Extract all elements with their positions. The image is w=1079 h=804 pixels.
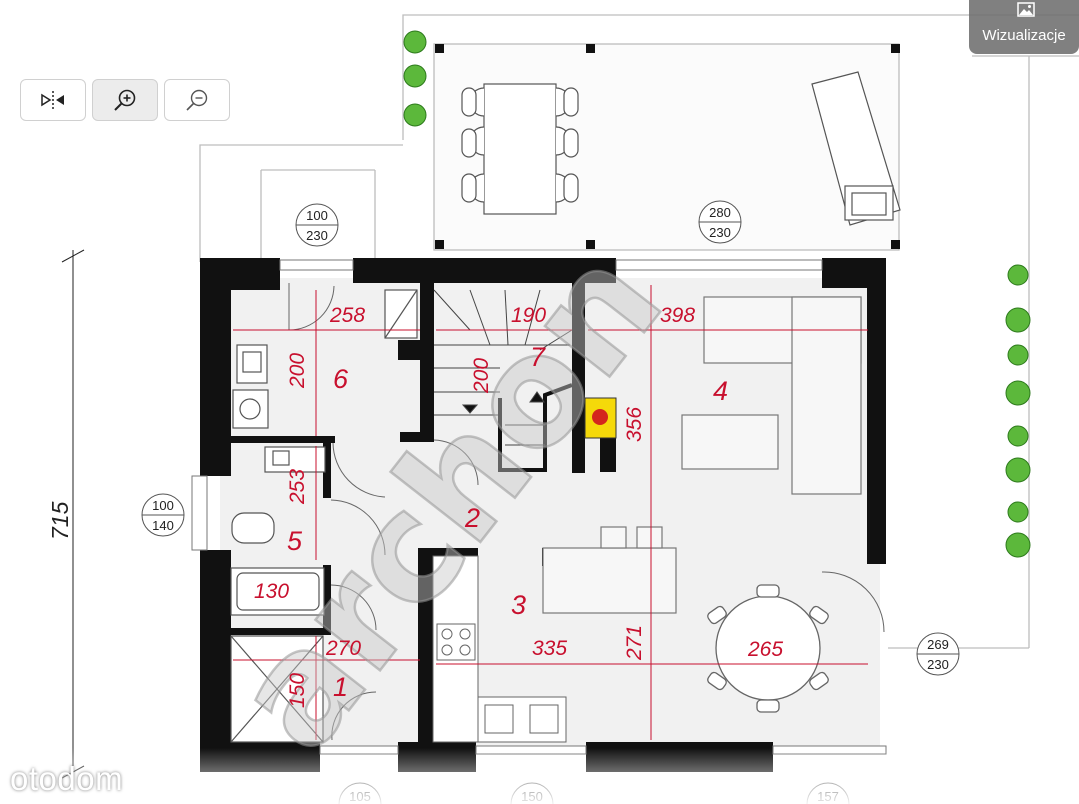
bathroom-fixtures [230, 289, 418, 743]
room-number-6: 6 [333, 364, 349, 394]
dimension-label: 200 [470, 358, 493, 394]
svg-text:269: 269 [927, 637, 949, 652]
dimension-label: 200 [286, 353, 309, 389]
dimension-label: 271 [623, 625, 646, 661]
window-tag: 100 230 [295, 203, 339, 247]
dimension-label: 190 [511, 304, 546, 327]
doors [288, 283, 885, 741]
window-tag: 150 [510, 782, 554, 804]
zoom-in-icon [112, 87, 138, 113]
dimension-label: 253 [286, 469, 309, 505]
window-tag: 100 140 [141, 493, 185, 537]
plan-toolbar [20, 79, 230, 121]
dimension-label: 265 [747, 638, 783, 661]
dimension-label: 335 [532, 637, 567, 660]
otodom-logo: otodom [10, 760, 124, 797]
sun-lounger [811, 71, 901, 226]
zoom-out-icon [184, 87, 210, 113]
hedge-plants [403, 30, 1031, 558]
window-tag: 280 230 [698, 200, 742, 244]
dining-table [707, 584, 829, 713]
pergola-posts [435, 44, 900, 249]
window-tag: 105 [338, 782, 382, 804]
mirror-flip-icon [40, 90, 66, 110]
staircase [433, 289, 573, 472]
room-number-4: 4 [713, 376, 728, 406]
svg-text:150: 150 [521, 789, 543, 804]
room-number-5: 5 [287, 526, 303, 556]
dimension-label: 150 [286, 673, 309, 708]
image-icon [1017, 2, 1035, 21]
dimension-label: 258 [329, 304, 365, 327]
svg-text:280: 280 [709, 205, 731, 220]
room-number-7: 7 [530, 342, 546, 372]
dimension-label: 398 [660, 304, 695, 327]
zoom-in-button[interactable] [92, 79, 158, 121]
window-tag: 269 230 [916, 632, 960, 676]
kitchen-units [432, 555, 567, 743]
svg-text:157: 157 [817, 789, 839, 804]
svg-text:100: 100 [152, 498, 174, 513]
fireplace [584, 397, 617, 439]
mirror-button[interactable] [20, 79, 86, 121]
svg-text:230: 230 [306, 228, 328, 243]
total-length-label: 715 [47, 501, 73, 540]
zoom-out-button[interactable] [164, 79, 230, 121]
dimension-label: 130 [254, 580, 289, 603]
dimension-label: 356 [623, 407, 646, 442]
visualizations-label: Wizualizacje [982, 27, 1066, 44]
room-number-2: 2 [464, 503, 480, 533]
svg-text:100: 100 [306, 208, 328, 223]
svg-text:140: 140 [152, 518, 174, 533]
dimension-label: 270 [325, 637, 361, 660]
svg-text:105: 105 [349, 789, 371, 804]
dimension-lines [233, 285, 868, 740]
window-tag: 157 [806, 782, 850, 804]
terrace-dining-set [461, 83, 579, 215]
room-number-1: 1 [333, 672, 348, 702]
svg-text:230: 230 [709, 225, 731, 240]
svg-text:230: 230 [927, 657, 949, 672]
room-number-3: 3 [511, 590, 526, 620]
visualizations-button[interactable]: Wizualizacje [969, 0, 1079, 54]
